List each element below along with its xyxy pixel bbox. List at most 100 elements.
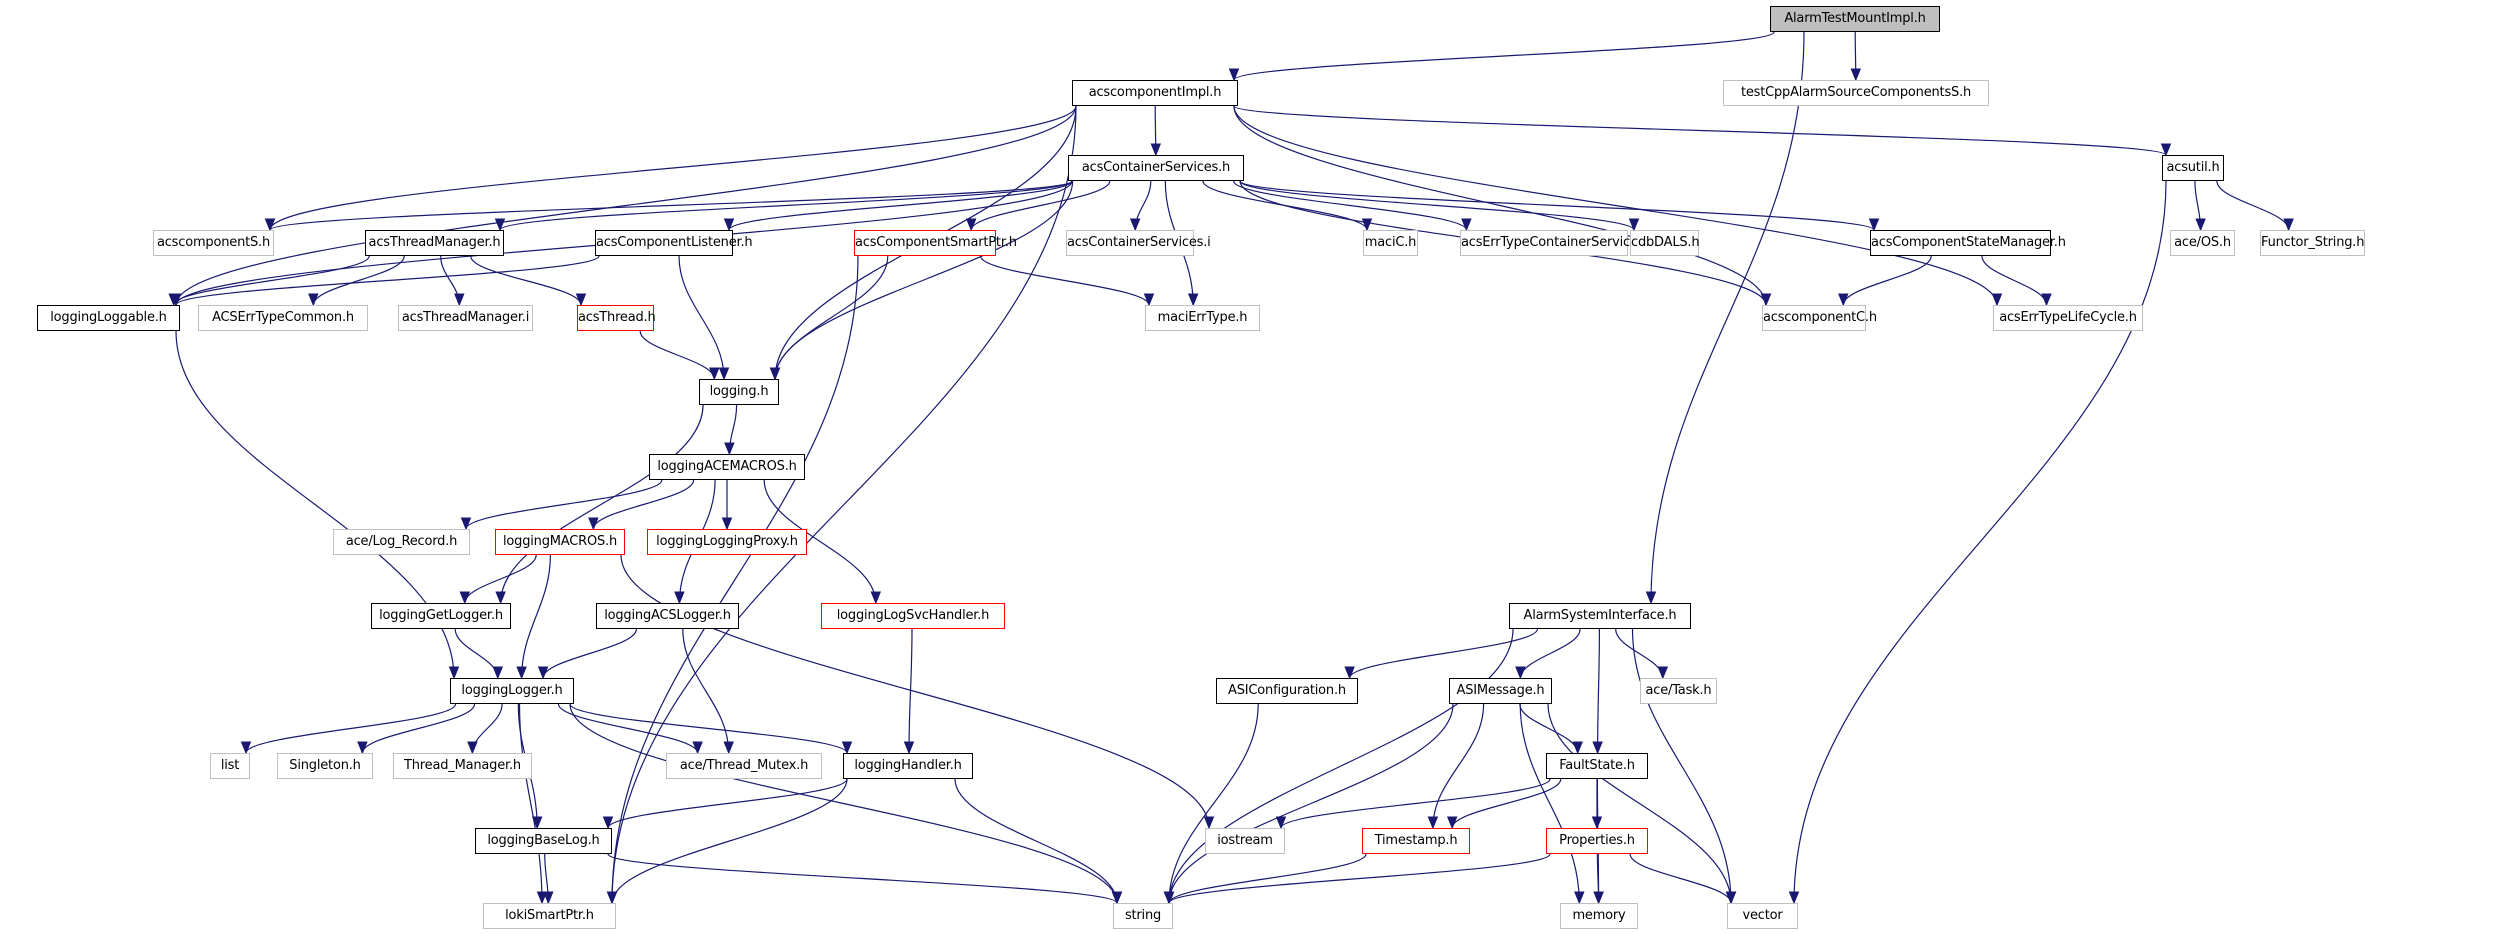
arrowhead-icon — [1275, 816, 1287, 830]
node-logging-logging-proxy[interactable]: loggingLoggingProxy.h — [647, 529, 807, 555]
arrowhead-icon — [1111, 891, 1123, 905]
arrowhead-icon — [536, 891, 548, 905]
node-alarm-system-interface[interactable]: AlarmSystemInterface.h — [1509, 603, 1691, 629]
arrowhead-icon — [495, 591, 506, 605]
arrowhead-icon — [1593, 891, 1604, 905]
edge-acsComponentListener-to-loggingLoggable — [175, 255, 600, 306]
arrowhead-icon — [602, 816, 614, 830]
node-ace-task[interactable]: ace/Task.h — [1640, 678, 1717, 704]
edge-acsContainerServices-to-acsComponentSmartPtr — [970, 180, 1111, 231]
node-acscomponent-s[interactable]: acscomponentS.h — [153, 230, 274, 256]
arrowhead-icon — [718, 367, 730, 381]
edge-AlarmSystemInterface-to-vector — [1631, 628, 1732, 904]
node-ace-thread-mutex[interactable]: ace/Thread_Mutex.h — [666, 753, 822, 779]
node-memory[interactable]: memory — [1560, 903, 1638, 929]
arrowhead-icon — [1788, 891, 1800, 905]
edge-loggingLogger-to-string — [569, 703, 1118, 904]
node-logging-get-logger[interactable]: loggingGetLogger.h — [371, 603, 511, 629]
node-acs-err-type-container-services[interactable]: acsErrTypeContainerServices.h — [1460, 230, 1657, 256]
edge-acscomponentImpl-to-acsutil — [1233, 105, 2167, 156]
edge-acsThreadManager-to-ACSErrTypeCommon — [312, 255, 405, 306]
arrowhead-icon — [543, 891, 554, 905]
node-list[interactable]: list — [210, 753, 250, 779]
arrowhead-icon — [1150, 143, 1162, 157]
node-acs-component-state-manager[interactable]: acsComponentStateManager.h — [1870, 230, 2066, 256]
node-ace-log-record[interactable]: ace/Log_Record.h — [333, 529, 470, 555]
arrowhead-icon — [870, 591, 882, 605]
arrowhead-icon — [1850, 68, 1862, 82]
edge-acsThread-to-logging — [639, 330, 715, 380]
node-properties[interactable]: Properties.h — [1546, 828, 1648, 854]
edge-Properties-to-vector — [1629, 853, 1732, 904]
node-singleton[interactable]: Singleton.h — [277, 753, 373, 779]
edge-acscomponentImpl-to-loggingLoggable — [175, 105, 1077, 306]
node-logging[interactable]: logging.h — [699, 379, 779, 405]
node-cdb-dals[interactable]: cdbDALS.h — [1630, 230, 1700, 256]
node-logging-acemacros[interactable]: loggingACEMACROS.h — [649, 454, 805, 480]
node-maci-err-type[interactable]: maciErrType.h — [1145, 305, 1260, 331]
edge-loggingLogger-to-list — [245, 703, 457, 754]
node-acscomponent-impl[interactable]: acscomponentImpl.h — [1072, 80, 1238, 106]
arrowhead-icon — [1760, 293, 1772, 307]
node-acs-container-services-i[interactable]: acsContainerServices.i — [1066, 230, 1211, 256]
node-acserr-type-common[interactable]: ACSErrTypeCommon.h — [198, 305, 368, 331]
node-asimessage[interactable]: ASIMessage.h — [1449, 678, 1552, 704]
edge-loggingMACROS-to-iostream — [620, 554, 1210, 829]
node-loki-smart-ptr[interactable]: lokiSmartPtr.h — [483, 903, 616, 929]
node-test-cpp[interactable]: testCppAlarmSourceComponentsS.h — [1723, 80, 1989, 106]
arrowhead-icon — [516, 666, 527, 680]
node-logging-acslogger[interactable]: loggingACSLogger.h — [596, 603, 739, 629]
edge-Properties-to-string — [1168, 853, 1551, 904]
arrowhead-icon — [2160, 143, 2172, 157]
node-acs-component-listener[interactable]: acsComponentListener.h — [595, 230, 753, 256]
node-iostream[interactable]: iostream — [1205, 828, 1285, 854]
arrowhead-icon — [723, 218, 735, 232]
arrowhead-icon — [492, 666, 504, 680]
edge-loggingLogger-to-ThreadManager — [471, 703, 503, 754]
arrowhead-icon — [965, 218, 977, 232]
edge-AlarmSystemInterface-to-string — [1168, 628, 1514, 904]
node-acsutil[interactable]: acsutil.h — [2162, 155, 2224, 181]
edge-acscomponentImpl-to-acscomponentC — [1233, 105, 1767, 306]
node-logging-macros[interactable]: loggingMACROS.h — [495, 529, 625, 555]
edge-AlarmSystemInterface-to-aceTask — [1615, 628, 1664, 679]
edge-loggingACEMACROS-to-loggingMACROS — [592, 479, 695, 530]
node-acscomponent-c[interactable]: acscomponentC.h — [1762, 305, 1877, 331]
arrowhead-icon — [1645, 591, 1657, 605]
node-timestamp[interactable]: Timestamp.h — [1362, 828, 1470, 854]
node-thread-manager[interactable]: Thread_Manager.h — [393, 753, 532, 779]
edge-loggingHandler-to-string — [954, 778, 1118, 904]
node-acs-thread[interactable]: acsThread.h — [577, 305, 656, 331]
arrowhead-icon — [264, 218, 276, 232]
node-logging-logger[interactable]: loggingLogger.h — [450, 678, 574, 704]
arrowhead-icon — [1187, 293, 1199, 307]
edge-AlarmSystemInterface-to-ASIConfiguration — [1349, 628, 1538, 679]
node-acs-err-type-life-cycle[interactable]: acsErrTypeLifeCycle.h — [1993, 305, 2143, 331]
node-string[interactable]: string — [1113, 903, 1173, 929]
node-acs-thread-manager-i[interactable]: acsThreadManager.i — [398, 305, 533, 331]
edge-acsComponentSmartPtr-to-lokiSmartPtr — [611, 255, 859, 904]
node-maci-c[interactable]: maciC.h — [1363, 230, 1418, 256]
node-logging-base-log[interactable]: loggingBaseLog.h — [475, 828, 612, 854]
arrowhead-icon — [2195, 218, 2206, 232]
node-functor-string[interactable]: Functor_String.h — [2260, 230, 2365, 256]
arrowhead-icon — [1592, 741, 1603, 755]
node-asiconfiguration[interactable]: ASIConfiguration.h — [1216, 678, 1358, 704]
edge-AlarmTestMountImpl-to-acscomponentImpl — [1233, 31, 1775, 81]
node-logging-handler[interactable]: loggingHandler.h — [843, 753, 973, 779]
arrowhead-icon — [2041, 293, 2052, 307]
node-logging-log-svc-handler[interactable]: loggingLogSvcHandler.h — [821, 603, 1005, 629]
edge-FaultState-to-iostream — [1280, 778, 1551, 829]
arrowhead-icon — [467, 741, 478, 755]
node-fault-state[interactable]: FaultState.h — [1546, 753, 1648, 779]
node-acs-component-smart-ptr[interactable]: acsComponentSmartPtr.h — [854, 230, 1017, 256]
arrowhead-icon — [240, 741, 252, 755]
node-logging-loggable[interactable]: loggingLoggable.h — [37, 305, 180, 331]
arrowhead-icon — [448, 666, 460, 680]
edge-acsComponentStateManager-to-acsErrTypeLifeCycle — [1981, 255, 2048, 306]
node-acs-container-services[interactable]: acsContainerServices.h — [1068, 155, 1244, 181]
edge-AlarmTestMountImpl-to-AlarmSystemInterface — [1650, 31, 1805, 604]
node-acs-thread-manager[interactable]: acsThreadManager.h — [365, 230, 504, 256]
node-ace-os[interactable]: ace/OS.h — [2170, 230, 2235, 256]
node-vector[interactable]: vector — [1727, 903, 1798, 929]
